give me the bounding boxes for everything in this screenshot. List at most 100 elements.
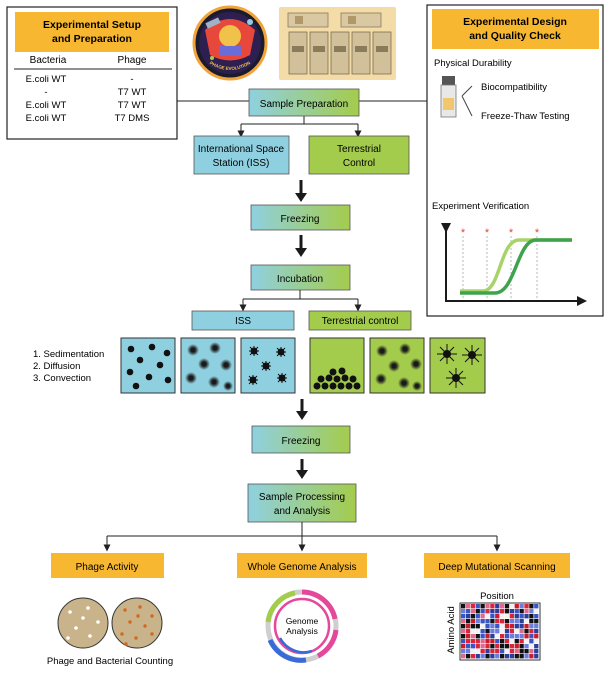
vial-icon: [440, 76, 457, 118]
phage-activity-box: Phage Activity: [51, 553, 164, 578]
heatmap-cell: [504, 649, 510, 654]
heatmap-cell: [495, 609, 500, 614]
heatmap-cell: [529, 609, 534, 614]
heatmap-cell: [519, 649, 524, 654]
row1-bacteria: E.coli WT: [26, 74, 67, 85]
iss-box: International Space Station (ISS): [193, 135, 290, 175]
design-panel: Experimental Design and Quality Check Ph…: [426, 4, 604, 317]
col-header-bacteria: Bacteria: [30, 55, 67, 66]
analysis-connectors: [103, 522, 501, 552]
heatmap-cell: [514, 639, 519, 644]
heatmap-cell: [465, 634, 471, 639]
heatmap-cell: [529, 644, 534, 649]
heatmap-cell: [485, 619, 490, 624]
heatmap-cell: [500, 644, 505, 649]
heatmap-cell: [485, 634, 490, 639]
biocompatibility-label: Biocompatibility: [481, 82, 547, 93]
heatmap-cell: [475, 654, 480, 659]
terrestrial-panel-diffusion: [369, 337, 425, 394]
heatmap-cell: [485, 639, 490, 644]
heatmap-cell: [465, 654, 471, 659]
heatmap-cell: [465, 639, 471, 644]
incubation-connectors: [239, 290, 362, 312]
heatmap-cell: [461, 644, 466, 649]
heatmap-cell: [529, 654, 534, 659]
heatmap-cell: [461, 614, 466, 619]
heatmap-cell: [504, 614, 510, 619]
heatmap-cell: [470, 614, 476, 619]
heatmap-border: [459, 602, 541, 661]
heatmap-cell: [519, 609, 524, 614]
heatmap-cell: [519, 634, 524, 639]
physical-durability-label: Physical Durability: [434, 58, 512, 69]
heatmap-cell: [485, 644, 490, 649]
heatmap-cell: [480, 604, 485, 609]
heatmap-cell: [500, 654, 505, 659]
freezing-box-2: Freezing: [251, 425, 351, 454]
heatmap-cell: [465, 624, 471, 629]
heatmap-cell: [524, 604, 529, 609]
row3-bacteria: E.coli WT: [26, 100, 67, 111]
heatmap-cell: [509, 649, 515, 654]
down-arrow-icon: [296, 459, 308, 479]
incubation-box: Incubation: [250, 264, 351, 291]
heatmap-cell: [461, 639, 466, 644]
heatmap-cell: [470, 629, 476, 634]
heatmap-cell: [495, 639, 500, 644]
row2-bacteria: -: [44, 87, 47, 98]
design-panel-border: [426, 4, 604, 317]
heatmap-cell: [470, 609, 476, 614]
heatmap-cell: [490, 654, 495, 659]
heatmap-cell: [509, 644, 515, 649]
terrestrial-condition-box: Terrestrial control: [308, 310, 412, 331]
heatmap-cell: [500, 649, 505, 654]
heatmap-cell: [509, 609, 515, 614]
heatmap-cell: [480, 654, 485, 659]
heatmap-cell: [475, 634, 480, 639]
heatmap-cell: [480, 619, 485, 624]
row1-phage: -: [130, 74, 133, 85]
heatmap-cell: [524, 649, 529, 654]
sample-processing-box: Sample Processing and Analysis: [247, 483, 357, 523]
heatmap-cell: [529, 639, 534, 644]
terrestrial-label-line1: Terrestrial: [337, 144, 381, 155]
deep-mutational-box: Deep Mutational Scanning: [424, 553, 570, 578]
heatmap-cell: [461, 634, 466, 639]
heatmap-cell: [529, 634, 534, 639]
process-sedimentation: 1. Sedimentation: [33, 349, 104, 360]
heatmap-cell: [490, 639, 495, 644]
freezing-box-1: Freezing: [250, 204, 351, 231]
design-title-line2: and Quality Check: [469, 30, 561, 42]
heatmap-cell: [509, 614, 515, 619]
heatmap-cell: [524, 654, 529, 659]
heatmap-cell: [509, 634, 515, 639]
design-title-line1: Experimental Design: [463, 16, 567, 28]
terrestrial-box: Terrestrial Control: [308, 135, 410, 175]
genome-label-line1: Genome: [286, 616, 319, 626]
process-diffusion: 2. Diffusion: [33, 361, 80, 372]
heatmap-cell: [495, 624, 500, 629]
terrestrial-label-line2: Control: [343, 158, 375, 169]
heatmap-cell: [534, 624, 539, 629]
heatmap-cell: [485, 614, 490, 619]
connectors: [177, 100, 427, 138]
heatmap-cell: [475, 614, 480, 619]
heatmap-cell: [529, 629, 534, 634]
heatmap-cell: [534, 654, 539, 659]
row3-phage: T7 WT: [118, 100, 147, 111]
genome-label-line2: Analysis: [286, 626, 318, 636]
heatmap-cell: [534, 649, 539, 654]
freeze-thaw-label: Freeze-Thaw Testing: [481, 111, 570, 122]
counting-label: Phage and Bacterial Counting: [47, 656, 173, 667]
heatmap-cell: [480, 609, 485, 614]
heatmap-cell: [485, 604, 490, 609]
heatmap-cell: [465, 614, 471, 619]
heatmap-cell: [514, 614, 519, 619]
heatmap-cell: [534, 639, 539, 644]
heatmap-cell: [461, 654, 466, 659]
genome-ring: [265, 589, 339, 663]
dms-heatmap: [459, 602, 541, 661]
heatmap-cell: [461, 604, 466, 609]
whole-genome-box: Whole Genome Analysis: [237, 553, 367, 578]
